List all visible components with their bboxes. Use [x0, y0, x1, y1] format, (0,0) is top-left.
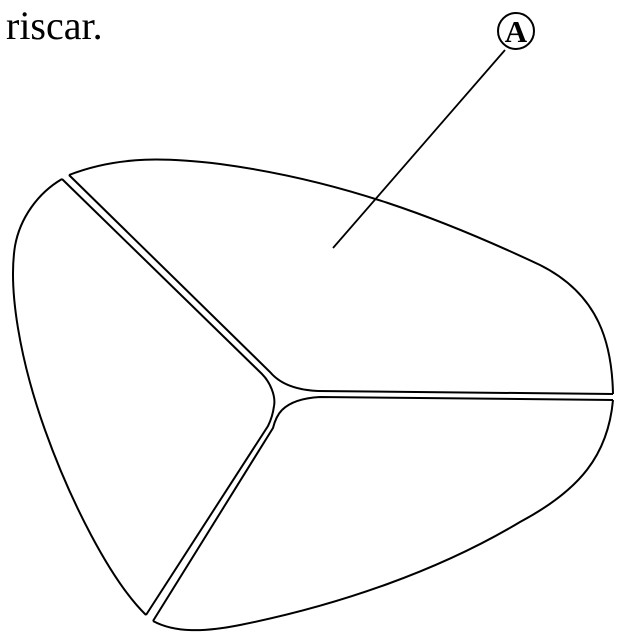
- divider-upper-left: [61, 178, 276, 407]
- callout-leader-line: [332, 49, 506, 249]
- outline-top-arc: [68, 158, 614, 395]
- region-bottom-right: [152, 398, 612, 631]
- region-left: [13, 178, 273, 615]
- divider-right-inner: [281, 395, 614, 411]
- outline-left-arc: [12, 178, 147, 616]
- divider-upper-left-inner: [68, 174, 319, 392]
- callout-label: A: [505, 14, 528, 49]
- divider-right: [317, 390, 614, 395]
- region-top: [70, 159, 613, 395]
- divider-lower-left: [145, 405, 275, 616]
- outline-bottom-arc: [152, 399, 614, 632]
- divider-lower-left-inner: [152, 409, 283, 622]
- callout-circle: [497, 12, 535, 50]
- caption-text: riscar.: [6, 3, 103, 48]
